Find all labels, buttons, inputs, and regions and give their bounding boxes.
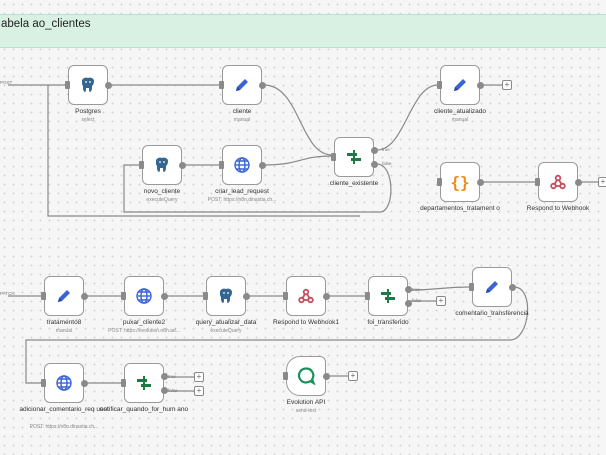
postgres-elephant-icon bbox=[82, 77, 94, 92]
edge-label-true: true bbox=[168, 374, 176, 379]
if-split-icon bbox=[137, 376, 151, 390]
node-postgres[interactable] bbox=[65, 65, 112, 105]
node-adicionar-comentario-request[interactable] bbox=[41, 363, 88, 403]
node-label: novo_cliente bbox=[143, 188, 181, 195]
node-subtitle: manual bbox=[233, 117, 251, 123]
node-criar-lead-request[interactable] bbox=[219, 145, 266, 185]
globe-icon bbox=[56, 375, 72, 391]
node-subtitle: POST: https://evolution.n8n.ad... bbox=[108, 328, 180, 334]
node-notificar-quando-for-humano[interactable] bbox=[121, 363, 168, 403]
connection-true-cliente-atualizado bbox=[376, 84, 439, 151]
node-label: comentario_transferencia bbox=[455, 310, 529, 317]
connection-return-loop bbox=[47, 85, 360, 217]
connection-comentario-adicionar bbox=[25, 286, 529, 384]
node-respond-to-webhook1[interactable] bbox=[283, 276, 330, 316]
chat-bubble-icon bbox=[297, 367, 316, 386]
if-split-icon bbox=[381, 289, 395, 303]
node-label: cliente_atualizado bbox=[433, 108, 487, 115]
postgres-elephant-icon bbox=[156, 157, 168, 172]
node-label: query_atualizar_data bbox=[195, 319, 257, 326]
node-label: cliente_existente bbox=[329, 180, 379, 187]
connection-false-novo-cliente-loop bbox=[123, 163, 392, 213]
add-node-button[interactable]: + bbox=[348, 371, 358, 381]
postgres-elephant-icon bbox=[220, 288, 232, 303]
node-cliente[interactable] bbox=[219, 65, 266, 105]
node-label: tratamento8 bbox=[46, 319, 82, 326]
connection-cliente-cliente-existente bbox=[263, 84, 333, 156]
node-subtitle: send-text bbox=[295, 408, 317, 414]
node-cliente-atualizado[interactable] bbox=[437, 65, 484, 105]
node-query-atualizar-data[interactable] bbox=[203, 276, 250, 316]
node-label: criar_lead_request bbox=[215, 188, 269, 195]
globe-icon bbox=[136, 288, 152, 304]
node-tratamento8[interactable] bbox=[41, 276, 88, 316]
node-subtitle: executeQuery bbox=[146, 197, 178, 203]
add-node-button[interactable]: + bbox=[598, 177, 606, 187]
node-label: adicionar_comentario_req uest bbox=[19, 406, 109, 413]
pencil-icon bbox=[58, 290, 70, 302]
node-subtitle: select bbox=[81, 117, 95, 123]
node-label: puxar_cliente2 bbox=[122, 319, 166, 326]
sticky-note-title: abela ao_clientes bbox=[1, 18, 91, 30]
globe-icon bbox=[234, 157, 250, 173]
node-puxar-cliente2[interactable] bbox=[121, 276, 168, 316]
node-comentario-transferencia[interactable] bbox=[469, 267, 516, 307]
webhook-icon bbox=[298, 288, 314, 304]
node-subtitle: POST: https://n8n.dinastia.ch... bbox=[29, 424, 99, 430]
node-foi-transferido[interactable] bbox=[365, 276, 412, 316]
node-respond-to-webhook[interactable] bbox=[535, 162, 582, 202]
node-departamentos-tratamento[interactable]: {} bbox=[437, 162, 484, 202]
edge-label-false: false bbox=[168, 388, 178, 393]
node-cliente-existente[interactable] bbox=[331, 137, 378, 177]
node-label: Postgres bbox=[75, 108, 101, 115]
edge-label-false: false bbox=[412, 298, 422, 303]
edge-label-true: true bbox=[382, 147, 390, 152]
if-split-icon bbox=[347, 150, 361, 164]
edge-label-false: false bbox=[382, 161, 392, 166]
edge-label-patch: PATCH bbox=[0, 291, 15, 296]
node-subtitle: POST: https://n8n.dinastia.ch... bbox=[207, 197, 277, 203]
add-node-button[interactable]: + bbox=[194, 386, 204, 396]
add-node-button[interactable]: + bbox=[436, 296, 446, 306]
node-label: foi_transferido bbox=[367, 319, 409, 326]
pencil-icon bbox=[236, 79, 248, 91]
node-evolution-api[interactable] bbox=[283, 356, 330, 396]
add-node-button[interactable]: + bbox=[502, 80, 512, 90]
edge-label-post: POST bbox=[0, 80, 13, 85]
webhook-icon bbox=[550, 174, 566, 190]
node-label: notificar_quando_for_hum ano bbox=[99, 406, 189, 413]
code-braces-icon: {} bbox=[450, 172, 470, 192]
node-label: Respond to Webhook1 bbox=[272, 319, 339, 326]
sticky-note[interactable]: abela ao_clientes bbox=[0, 14, 606, 48]
pencil-icon bbox=[454, 79, 466, 91]
connection-foi-true-comentario bbox=[409, 286, 471, 291]
node-subtitle: manual bbox=[55, 328, 73, 334]
connection-criar-cliente-existente bbox=[263, 155, 333, 166]
node-label: Evolution API bbox=[286, 399, 326, 406]
node-subtitle: manual bbox=[451, 117, 469, 123]
pencil-icon bbox=[486, 281, 498, 293]
node-novo-cliente[interactable] bbox=[139, 145, 186, 185]
edge-label-true: true bbox=[412, 287, 420, 292]
node-subtitle: executeQuery bbox=[210, 328, 242, 334]
add-node-button[interactable]: + bbox=[194, 372, 204, 382]
node-label: cliente bbox=[232, 108, 252, 115]
node-label: Respond to Webhook bbox=[526, 205, 590, 212]
node-label: departamentos_tratament o bbox=[420, 205, 500, 212]
